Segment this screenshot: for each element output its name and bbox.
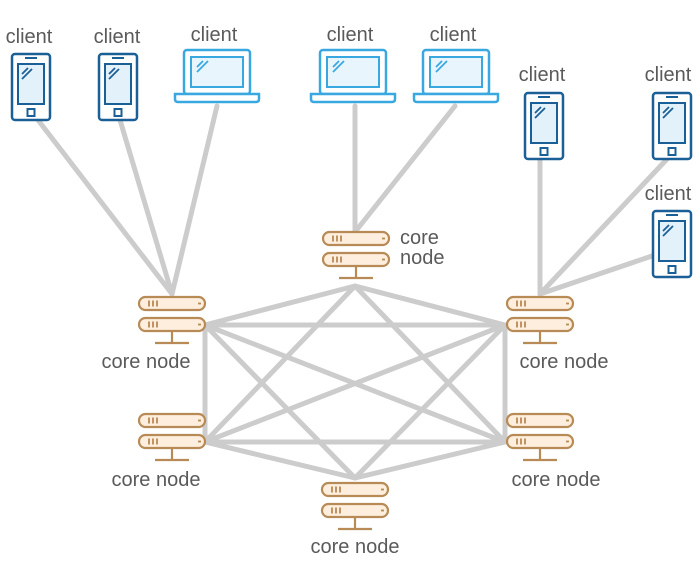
core-node-top: core node (321, 227, 445, 280)
mobile-phone-icon (651, 209, 693, 279)
link-top-rightlower (352, 283, 508, 445)
mobile-phone-icon (523, 91, 565, 161)
link-top-rightupper (352, 283, 508, 328)
link-rightlower-bottom (352, 439, 508, 481)
core-node-label: core node (512, 469, 601, 491)
server-icon (321, 230, 391, 280)
server-icon (137, 412, 207, 462)
link-client1-core-left (35, 117, 175, 297)
core-node-left-upper: core node (102, 295, 207, 373)
client-label: client (645, 183, 692, 205)
link-client8-core-right (537, 253, 655, 297)
link-rightupper-leftlower (202, 322, 508, 445)
client-8: client (645, 183, 693, 279)
laptop-icon (309, 48, 397, 104)
client-1: client (6, 26, 53, 122)
client-label: client (327, 24, 374, 46)
link-rightupper-bottom (352, 322, 508, 481)
client-label: client (519, 64, 566, 86)
core-node-right-upper: core node (505, 295, 609, 373)
client-7: client (645, 64, 693, 161)
link-top-leftupper (202, 283, 358, 328)
core-node-label: core node (520, 351, 609, 373)
core-node-label: core node (311, 536, 400, 558)
laptop-icon (173, 48, 261, 104)
server-icon (505, 412, 575, 462)
link-client3-core-left (169, 103, 220, 297)
link-leftupper-bottom (202, 322, 358, 481)
laptop-icon (412, 48, 500, 104)
mobile-phone-icon (651, 91, 693, 161)
client-label: client (191, 24, 238, 46)
links (35, 103, 671, 481)
client-3: client (173, 24, 261, 104)
core-node-label-line1: core (400, 227, 439, 249)
client-label: client (6, 26, 53, 48)
link-client7-core-right (537, 155, 671, 297)
core-node-left-lower: core node (112, 412, 207, 491)
client-label: client (430, 24, 477, 46)
core-node-right-lower: core node (505, 412, 601, 491)
link-client5-core-top (352, 103, 458, 235)
client-label: client (94, 26, 141, 48)
client-2: client (94, 26, 141, 122)
core-node-bottom: core node (311, 481, 400, 558)
core-node-label-line2: node (400, 247, 445, 269)
client-6: client (519, 64, 566, 161)
client-5: client (412, 24, 500, 104)
server-icon (320, 481, 390, 531)
server-icon (137, 295, 207, 345)
link-top-leftlower (202, 283, 358, 445)
server-icon (505, 295, 575, 345)
mobile-phone-icon (97, 52, 139, 122)
core-node-label: core node (112, 469, 201, 491)
client-4: client (309, 24, 397, 104)
mobile-phone-icon (10, 52, 52, 122)
client-label: client (645, 64, 692, 86)
core-node-label: core node (102, 351, 191, 373)
link-client2-core-left (117, 117, 175, 297)
link-leftlower-bottom (202, 439, 358, 481)
